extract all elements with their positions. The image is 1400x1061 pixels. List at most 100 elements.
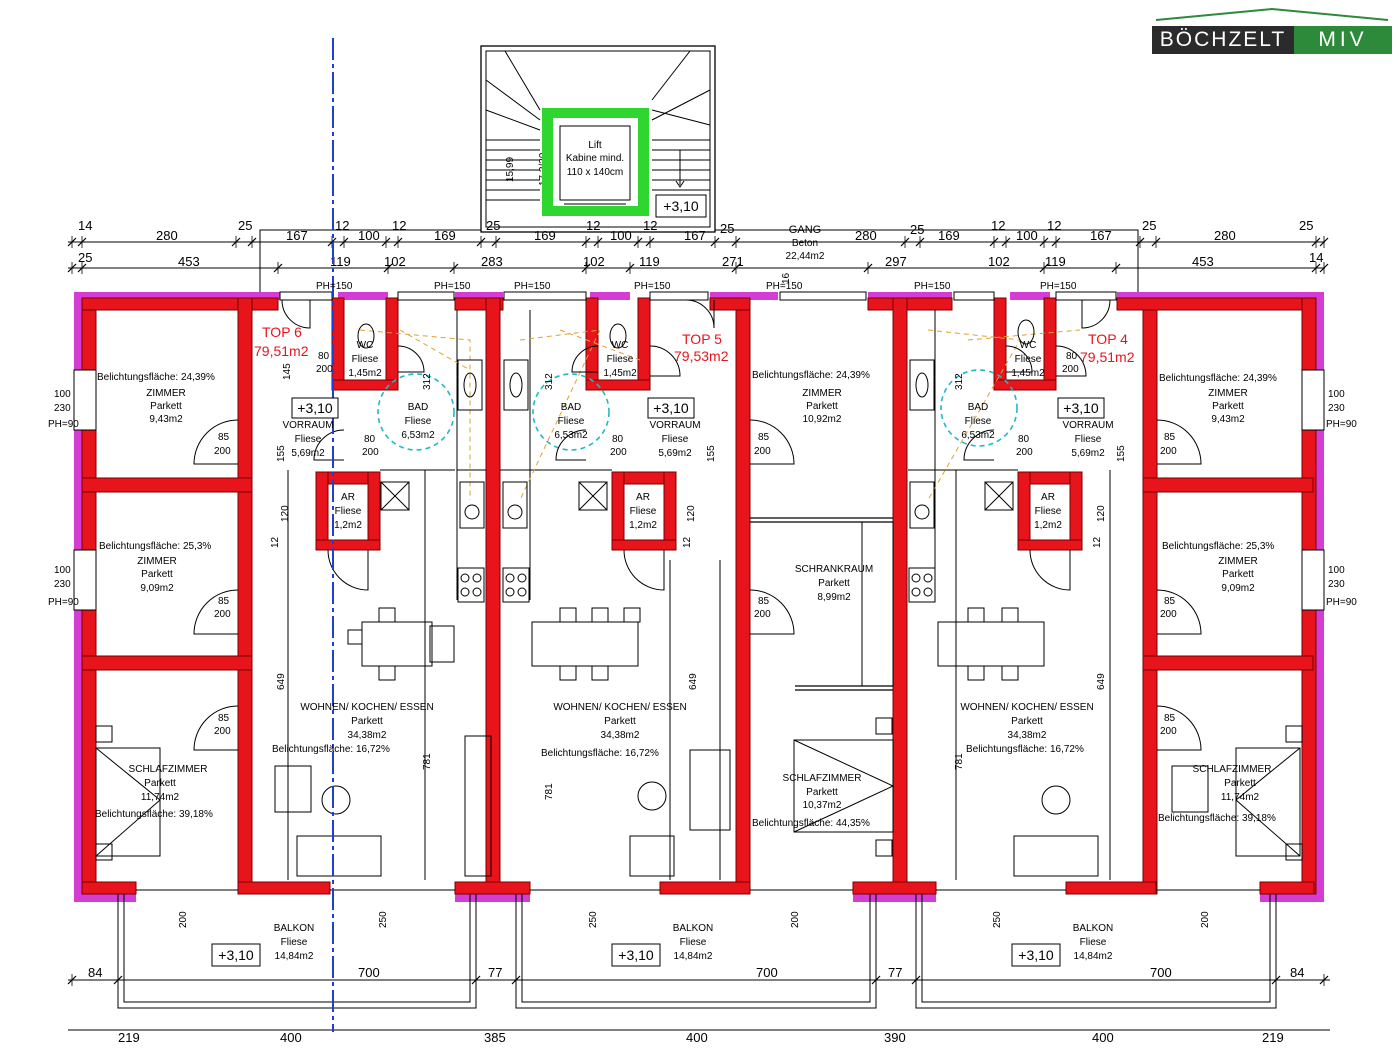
- zimmer-l2-light: Belichtungsfläche: 25,3%: [99, 541, 211, 552]
- schlaf-r-name: SCHLAFZIMMER: [1193, 764, 1272, 775]
- ph-1: PH=150: [316, 281, 353, 292]
- dim-bottom-6: 700: [1150, 965, 1172, 980]
- stair-treads-right: [651, 50, 711, 191]
- balkon-m-name: BALKON: [673, 923, 714, 934]
- top6-area: 79,51m2: [254, 343, 309, 359]
- dim-bottom-1: 84: [88, 965, 102, 980]
- dim-bottom-3: 77: [488, 965, 502, 980]
- dim-bottom2-6: 400: [1092, 1030, 1114, 1045]
- zimmer-m-name: ZIMMER: [802, 388, 841, 399]
- exterior-insulation: [74, 292, 1324, 902]
- dim-bottom2-3: 385: [484, 1030, 506, 1045]
- schlaf-m-floor: Parkett: [806, 787, 838, 798]
- door-wc-r-w: 80: [1066, 351, 1078, 362]
- dim-12-m: 12: [682, 536, 693, 548]
- schrank-m-area: 8,99m2: [817, 592, 851, 603]
- ph90-l2: PH=90: [48, 597, 79, 608]
- dim-200-m: 200: [790, 911, 801, 928]
- wohnen-m-floor: Parkett: [604, 716, 636, 727]
- schlaf-l-name: SCHLAFZIMMER: [129, 764, 208, 775]
- dim-200-l: 200: [178, 911, 189, 928]
- bad-l-name: BAD: [408, 402, 429, 413]
- ph-5: PH=150: [766, 281, 803, 292]
- dim-row2-3: 119: [330, 254, 351, 269]
- dim-top-14: 167: [684, 228, 706, 243]
- door-bad-r-h: 200: [1016, 447, 1033, 458]
- dim-top-25: 25: [1299, 218, 1313, 233]
- dim-200-r: 200: [1200, 911, 1211, 928]
- door-wc-l-h: 200: [316, 364, 333, 375]
- zimmer-m-floor: Parkett: [806, 401, 838, 412]
- dim-bottom2-4: 400: [686, 1030, 708, 1045]
- dim-top-21: 12: [1047, 218, 1061, 233]
- balkon-l-area: 14,84m2: [275, 951, 314, 962]
- win-r1-h: 230: [1328, 403, 1345, 414]
- zimmer-r2-area: 9,09m2: [1221, 583, 1255, 594]
- unit-top4-labels: TOP 4 79,51m2 WC Fliese 1,45m2 BAD Flies…: [960, 331, 1277, 824]
- schlaf-r-area: 11,74m2: [1221, 792, 1260, 803]
- dim-145-l: 145: [282, 363, 293, 380]
- wc-m-name: WC: [612, 340, 629, 351]
- dim-120-l: 120: [280, 505, 291, 522]
- ar-l-name: AR: [341, 492, 355, 503]
- schlaf-m-light: Belichtungsfläche: 44,35%: [752, 818, 870, 829]
- dim-155-l: 155: [276, 445, 287, 462]
- staircase: 15,99 17,2/30 Lift Kabine mind. 110 x 14…: [480, 45, 716, 233]
- dim-16-m: 16: [781, 272, 792, 284]
- schlaf-m-area: 10,37m2: [803, 800, 842, 811]
- wc-l-name: WC: [357, 340, 374, 351]
- dim-bottom2-7: 219: [1262, 1030, 1284, 1045]
- dim-row2-8: 271: [722, 254, 744, 269]
- dim-row2-13: 14: [1309, 250, 1323, 265]
- dim-row2-6: 102: [583, 254, 605, 269]
- wohnen-r-light: Belichtungsfläche: 16,72%: [966, 744, 1084, 755]
- dim-12-l: 12: [270, 536, 281, 548]
- top5-area: 79,53m2: [674, 348, 729, 364]
- ph-4: PH=150: [634, 281, 671, 292]
- ar-r-area: 1,2m2: [1034, 520, 1062, 531]
- dim-312-r: 312: [954, 373, 965, 390]
- lift-cabin-line: Kabine mind.: [566, 153, 624, 164]
- balkon-l-floor: Fliese: [281, 937, 308, 948]
- door-r1-h: 200: [1160, 446, 1177, 457]
- ar-l-area: 1,2m2: [334, 520, 362, 531]
- vorraum-m-area: 5,69m2: [658, 448, 692, 459]
- wohnen-r-area: 34,38m2: [1008, 730, 1047, 741]
- door-l1-w: 85: [218, 432, 230, 443]
- dim-bottom2-1: 219: [118, 1030, 140, 1045]
- door-r1-w: 85: [1164, 432, 1176, 443]
- wohnen-l-light: Belichtungsfläche: 16,72%: [272, 744, 390, 755]
- balkon-r-floor: Fliese: [1080, 937, 1107, 948]
- dim-250-l: 250: [378, 911, 389, 928]
- win-r2-h: 230: [1328, 579, 1345, 590]
- gang-title: GANG: [789, 224, 821, 236]
- top4-label: TOP 4: [1088, 331, 1128, 347]
- wc-l-floor: Fliese: [352, 354, 379, 365]
- dim-top-4: 167: [286, 228, 308, 243]
- unit-top6-labels: TOP 6 79,51m2 Belichtungsfläche: 24,39% …: [95, 324, 435, 820]
- wohnen-m-area: 34,38m2: [601, 730, 640, 741]
- schlaf-m-name: SCHLAFZIMMER: [783, 773, 862, 784]
- dim-120-m: 120: [686, 505, 697, 522]
- door-bad-r-w: 80: [1018, 434, 1030, 445]
- wc-m-area: 1,45m2: [603, 368, 637, 379]
- balkon-m-area: 14,84m2: [674, 951, 713, 962]
- dim-250-m: 250: [588, 911, 599, 928]
- vorraum-m-floor: Fliese: [662, 434, 689, 445]
- dim-649-r: 649: [1096, 673, 1107, 690]
- ph-7: PH=150: [1040, 281, 1077, 292]
- ph-2: PH=150: [434, 281, 471, 292]
- bad-l-area: 6,53m2: [401, 430, 435, 441]
- dim-top-16: 280: [855, 228, 877, 243]
- dim-row2-11: 119: [1045, 254, 1066, 269]
- door-m1-w: 85: [758, 432, 770, 443]
- balkon-r-area: 14,84m2: [1074, 951, 1113, 962]
- win-l1-h: 230: [54, 403, 71, 414]
- wohnen-m-light: Belichtungsfläche: 16,72%: [541, 748, 659, 759]
- dim-row2-10: 102: [988, 254, 1010, 269]
- schlaf-r-floor: Parkett: [1224, 778, 1256, 789]
- top5-level-tag: +3,10: [653, 400, 689, 416]
- wohnen-r-name: WOHNEN/ KOCHEN/ ESSEN: [960, 702, 1093, 713]
- schlaf-l-area: 11,74m2: [141, 792, 180, 803]
